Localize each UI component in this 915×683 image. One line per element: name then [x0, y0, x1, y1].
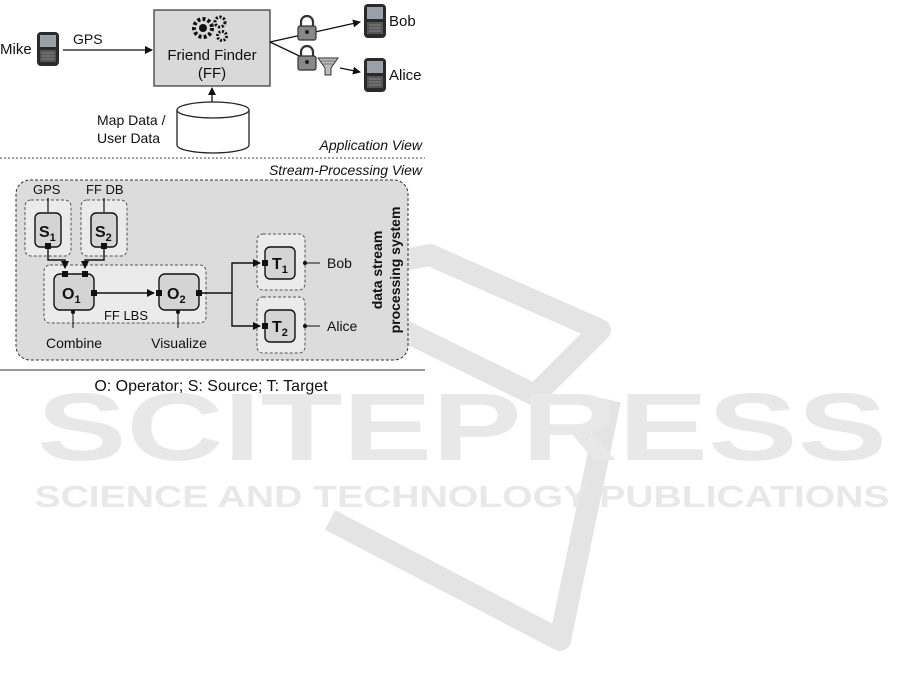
target-1-user-label: Bob [327, 255, 352, 271]
system-label-line1: data stream [369, 231, 385, 310]
mike-label: Mike [0, 41, 32, 58]
db-label-line2: User Data [97, 130, 160, 146]
alice-arrow-tail [340, 68, 360, 72]
stream-view-label: Stream-Processing View [269, 162, 423, 178]
combine-label: Combine [46, 335, 102, 351]
application-view-label: Application View [319, 137, 423, 153]
lbs-group-label: FF LBS [104, 308, 148, 323]
friend-finder-label: Friend Finder [167, 47, 256, 64]
lock-icon-bob [298, 16, 316, 40]
funnel-icon [318, 58, 338, 75]
alice-phone-icon [364, 58, 386, 92]
alice-label: Alice [389, 67, 422, 84]
database-cylinder [177, 102, 249, 153]
bob-label: Bob [389, 13, 416, 30]
watermark-subtitle: SCIENCE AND TECHNOLOGY PUBLICATIONS [35, 479, 890, 514]
visualize-label: Visualize [151, 335, 207, 351]
mike-phone-icon [37, 32, 59, 66]
target-2-user-label: Alice [327, 318, 358, 334]
friend-finder-abbr: (FF) [198, 65, 226, 82]
application-view: Mike GPS Friend Finder (FF) Bob Alice [0, 4, 423, 153]
lock-icon-alice [298, 46, 316, 70]
bob-phone-icon [364, 4, 386, 38]
stream-processing-view: Stream-Processing View GPS FF DB [16, 162, 423, 360]
source-2-label: FF DB [86, 182, 124, 197]
gps-label: GPS [73, 31, 103, 47]
source-1-label: GPS [33, 182, 61, 197]
system-label-line2: processing system [387, 207, 403, 334]
legend-text: O: Operator; S: Source; T: Target [94, 378, 328, 395]
db-label-line1: Map Data / [97, 112, 166, 128]
